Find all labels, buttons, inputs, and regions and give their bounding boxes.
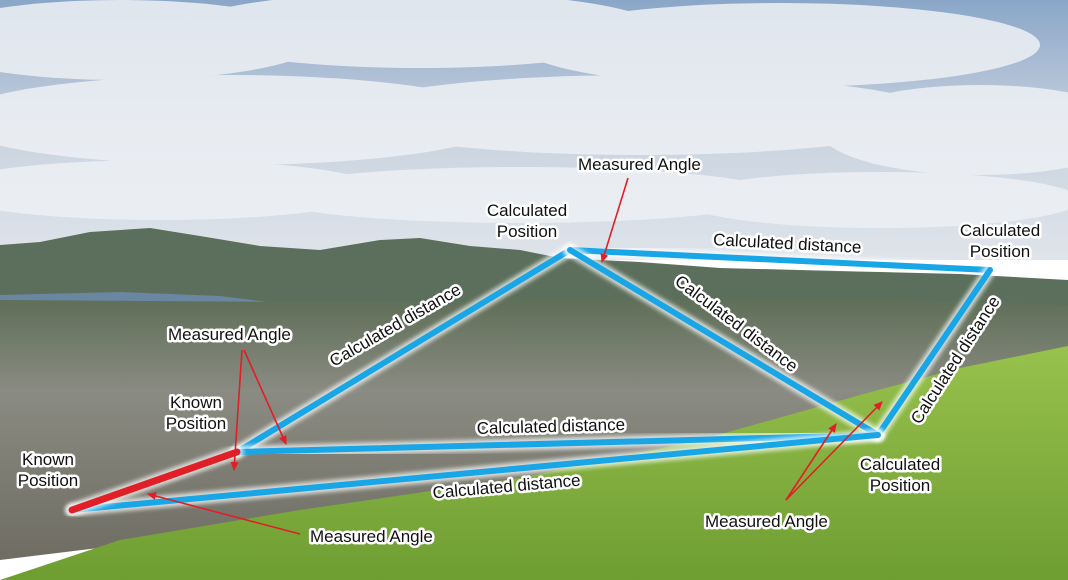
arrow-angle-top (600, 177, 629, 263)
measured-angle-left-label: Measured Angle (168, 325, 291, 344)
line-known-to-top (234, 247, 573, 455)
line-top-to-bottom-diagonal (567, 247, 881, 438)
line-known-to-bottom-mid (234, 432, 881, 455)
line-right-to-bottom (875, 267, 993, 438)
arrow-angle-right-1 (785, 423, 837, 501)
clouds (0, 0, 1068, 228)
arrow-angle-left-2 (243, 349, 287, 445)
hill (0, 346, 1068, 580)
line-known-to-bottom-lower (69, 432, 881, 513)
calculated-distance-mid-label: Calculated distance (476, 415, 625, 438)
traverse-lines (65, 244, 996, 517)
arrow-angle-bottom (147, 492, 301, 535)
measured-angle-top-label: Measured Angle (578, 155, 701, 174)
line-top-to-right (567, 247, 993, 273)
measured-angle-bottom-label: Measured Angle (310, 527, 433, 546)
measured-angle-right-label: Measured Angle (705, 512, 828, 531)
arrow-angle-left-1 (230, 349, 243, 471)
baseline-known-positions (68, 448, 241, 514)
angle-arrows (147, 177, 883, 535)
arrow-angle-right-2 (785, 401, 883, 501)
